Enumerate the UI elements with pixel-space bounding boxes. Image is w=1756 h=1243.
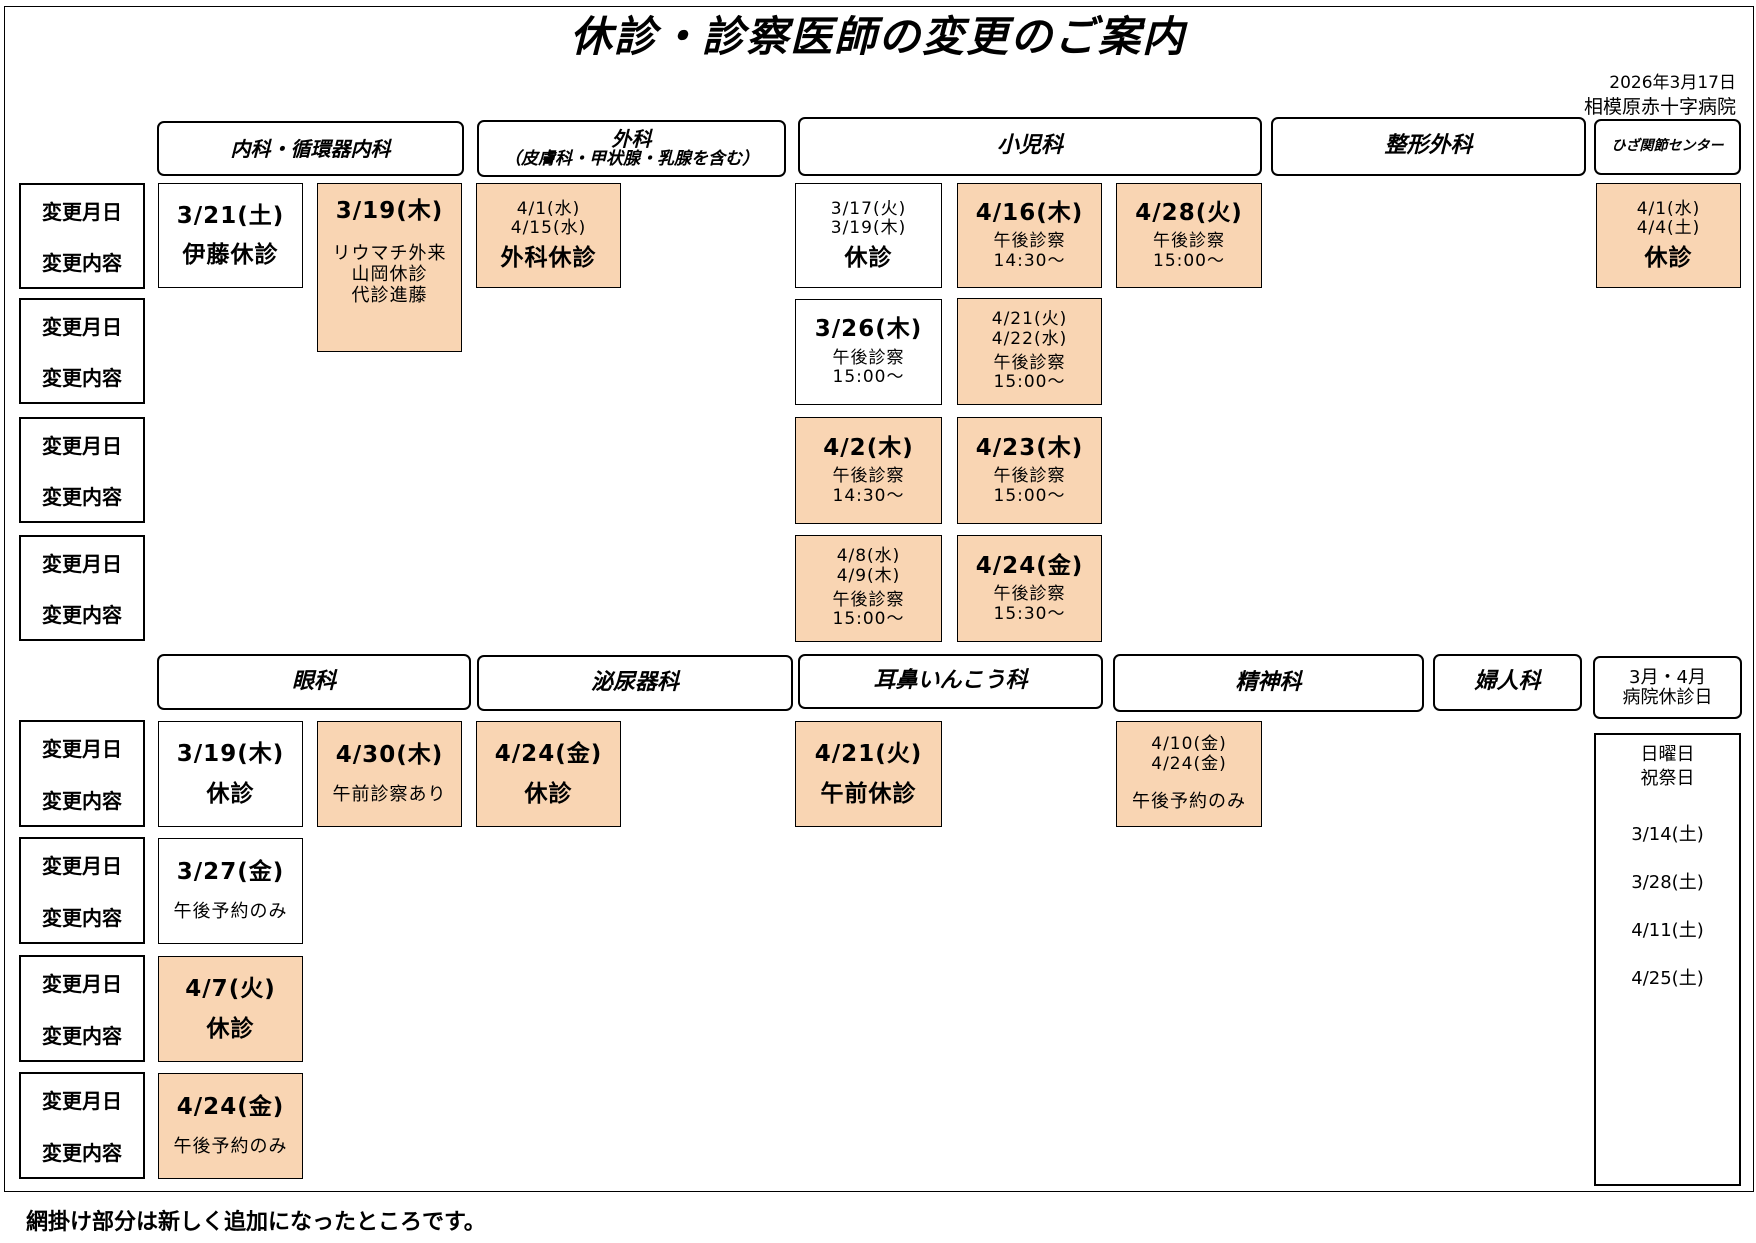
notice-date: 2026年3月17日 [1609,73,1736,93]
cell-naika-2: 3/19(木) リウマチ外来 山岡休診 代診進藤 [317,183,462,352]
header-ganka: 眼科 [157,654,471,710]
holiday-date: 4/11(土) [1631,919,1704,941]
header-geka: 外科（皮膚科・甲状腺・乳腺を含む） [477,120,786,177]
header-hiza: ひざ関節センター [1594,119,1741,175]
cell-geka-1: 4/1(水)4/15(水) 外科休診 [476,183,621,288]
cell-seishin-1: 4/10(金)4/24(金) 午後予約のみ [1116,721,1262,827]
header-hinyo: 泌尿器科 [477,655,793,711]
cell-jibi-1: 4/21(火)午前休診 [795,721,942,827]
holiday-list: 日曜日 祝祭日 3/14(土) 3/28(土) 4/11(土) 4/25(土) [1594,733,1741,1186]
header-shonika: 小児科 [798,117,1262,176]
hospital-name: 相模原赤十字病院 [1583,96,1736,118]
row-label: 変更月日変更内容 [19,535,145,641]
cell-naika-1: 3/21(土)伊藤休診 [158,183,303,288]
row-label: 変更月日変更内容 [19,183,145,289]
row-label: 変更月日変更内容 [19,955,145,1062]
holiday-date: 3/28(土) [1631,871,1704,893]
header-naika: 内科・循環器内科 [157,121,464,176]
page-frame [4,6,1754,1192]
cell-ganka-a2: 3/27(金)午後予約のみ [158,838,303,944]
cell-shonika-a1: 3/17(火)3/19(木) 休診 [795,183,942,288]
cell-ganka-a4: 4/24(金)午後予約のみ [158,1073,303,1179]
row-label: 変更月日変更内容 [19,298,145,404]
holiday-date: 4/25(土) [1631,967,1704,989]
header-fujin: 婦人科 [1433,654,1582,711]
footer-note: 網掛け部分は新しく追加になったところです。 [26,1210,486,1235]
row-label: 変更月日変更内容 [19,1072,145,1179]
cell-ganka-a1: 3/19(木)休診 [158,721,303,827]
header-holiday: 3月・4月病院休診日 [1593,656,1742,719]
row-label: 変更月日変更内容 [19,837,145,944]
header-jibi: 耳鼻いんこう科 [798,654,1103,709]
row-label: 変更月日変更内容 [19,417,145,523]
cell-hinyo-1: 4/24(金)休診 [476,721,621,827]
cell-ganka-b1: 4/30(木)午前診察あり [317,721,462,827]
page-title: 休診・診察医師の変更のご案内 [569,12,1186,61]
cell-ganka-a3: 4/7(火)休診 [158,956,303,1062]
cell-hiza-1: 4/1(水)4/4(土) 休診 [1596,183,1741,288]
header-seikei: 整形外科 [1271,117,1586,176]
row-label: 変更月日変更内容 [19,720,145,827]
holiday-date: 3/14(土) [1631,823,1704,845]
header-seishin: 精神科 [1113,654,1424,712]
